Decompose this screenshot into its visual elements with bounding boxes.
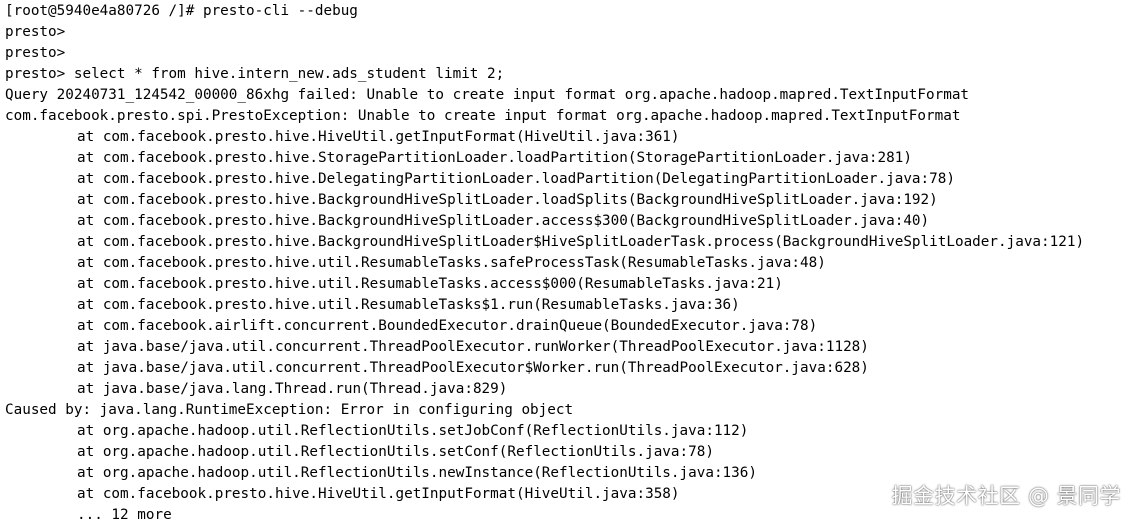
terminal-line: at com.facebook.presto.hive.util.Resumab… [77,255,826,271]
terminal-line: at com.facebook.airlift.concurrent.Bound… [77,318,818,334]
terminal-line: at com.facebook.presto.hive.BackgroundHi… [77,234,1085,250]
terminal-line: at java.base/java.util.concurrent.Thread… [77,360,869,376]
terminal-line: at com.facebook.presto.hive.HiveUtil.get… [77,129,680,145]
terminal-line: at java.base/java.util.concurrent.Thread… [77,339,869,355]
terminal-line: at com.facebook.presto.hive.util.Resumab… [77,297,740,313]
terminal-line: presto> [5,24,66,40]
terminal-line: at com.facebook.presto.hive.DelegatingPa… [77,171,955,187]
terminal-line: at com.facebook.presto.hive.StorageParti… [77,150,912,166]
terminal-line: at org.apache.hadoop.util.ReflectionUtil… [77,444,714,460]
terminal-line: at org.apache.hadoop.util.ReflectionUtil… [77,465,757,481]
terminal-line: at java.base/java.lang.Thread.run(Thread… [77,381,508,397]
terminal-output: [root@5940e4a80726 /]# presto-cli --debu… [5,1,1084,526]
terminal-line: at com.facebook.presto.hive.util.Resumab… [77,276,783,292]
terminal-line: Caused by: java.lang.RuntimeException: E… [5,402,574,418]
terminal-line: presto> select * from hive.intern_new.ad… [5,66,505,82]
terminal-line: presto> [5,45,66,61]
terminal-line: at com.facebook.presto.hive.BackgroundHi… [77,192,938,208]
terminal-line: at com.facebook.presto.hive.BackgroundHi… [77,213,930,229]
terminal-line: at org.apache.hadoop.util.ReflectionUtil… [77,423,749,439]
watermark: 掘金技术社区 @ 景同学 [891,484,1121,508]
terminal-line: ... 12 more [77,507,172,523]
terminal-line: at com.facebook.presto.hive.HiveUtil.get… [77,486,680,502]
terminal-line: Query 20240731_124542_00000_86xhg failed… [5,87,970,103]
terminal-line: [root@5940e4a80726 /]# presto-cli --debu… [5,3,358,19]
terminal-line: com.facebook.presto.spi.PrestoException:… [5,108,961,124]
